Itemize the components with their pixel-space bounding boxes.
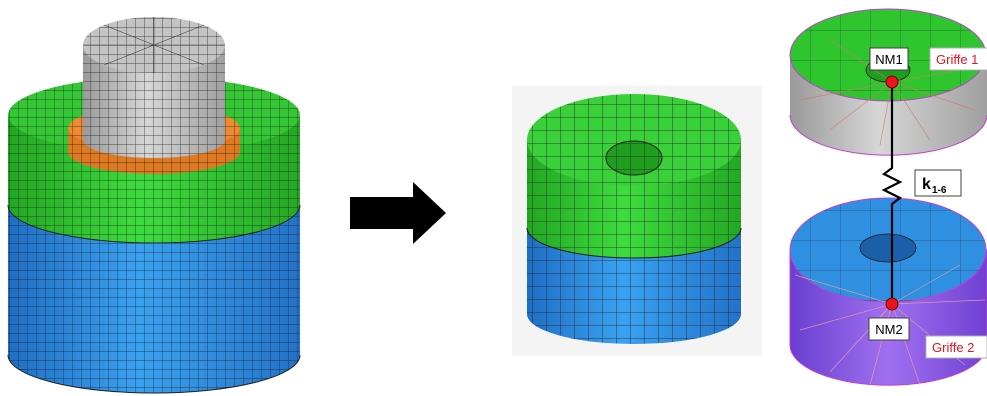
griffe-2-label: Griffe 2 <box>925 335 987 359</box>
node-nm2-label: NM2 <box>868 317 910 341</box>
full-assembly-mesh <box>7 17 301 394</box>
transition-arrow <box>350 182 446 244</box>
spring-subscript-text: 1-6 <box>932 185 947 196</box>
simplified-blue-part <box>527 228 741 344</box>
node-nm2-marker <box>885 297 899 311</box>
simplified-model <box>512 86 762 356</box>
node-nm2-text: NM2 <box>875 322 902 337</box>
spring-stiffness-label: k 1-6 <box>914 169 962 197</box>
assembly-blue-cylinder <box>7 205 301 394</box>
griffe-1-text: Griffe 1 <box>936 52 978 67</box>
node-nm1-marker <box>885 75 899 89</box>
connector-model: NM1 Griffe 1 k 1-6 NM2 Griffe 2 <box>780 0 987 396</box>
node-nm1-text: NM1 <box>875 52 902 67</box>
griffe-2-text: Griffe 2 <box>932 340 974 355</box>
spring-k-text: k <box>922 176 931 193</box>
node-nm1-label: NM1 <box>869 47 909 71</box>
spring-connector <box>881 82 903 304</box>
simplified-green-part <box>526 94 742 259</box>
assembly-gray-cylinder <box>83 17 225 158</box>
griffe-1-label: Griffe 1 <box>929 47 987 71</box>
